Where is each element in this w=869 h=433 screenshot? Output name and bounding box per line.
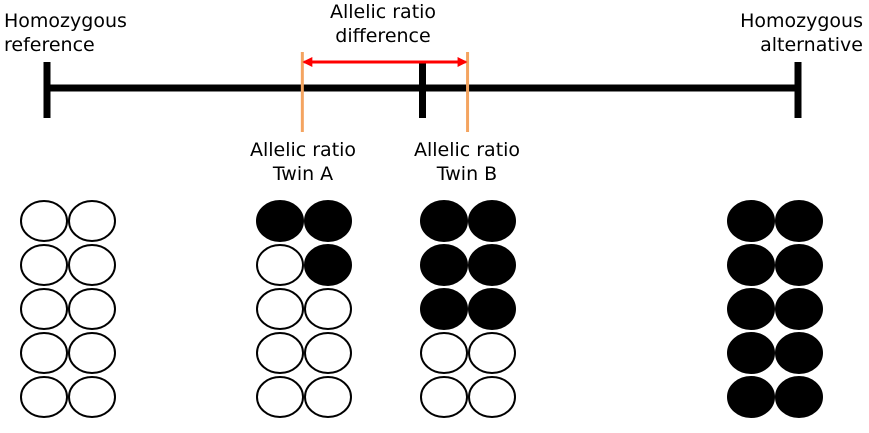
allele-alt-circle xyxy=(420,244,468,286)
label-allelic-ratio-twin-b: Allelic ratio Twin B xyxy=(413,139,521,185)
allele-alt-circle xyxy=(775,288,823,330)
allele-alt-circle xyxy=(775,200,823,242)
allele-ref-circle xyxy=(468,332,516,374)
allele-ref-circle xyxy=(68,332,116,374)
allele-alt-circle xyxy=(727,376,775,418)
allele-alt-circle xyxy=(727,200,775,242)
allele-alt-circle xyxy=(727,244,775,286)
allele-alt-circle xyxy=(420,200,468,242)
allele-ref-circle xyxy=(256,288,304,330)
allele-grid-homozygous-alternative xyxy=(727,200,823,418)
allele-ref-circle xyxy=(68,244,116,286)
label-homozygous-reference: Homozygous reference xyxy=(4,10,127,56)
ratio-scale xyxy=(43,52,802,132)
label-allelic-ratio-twin-a: Allelic ratio Twin A xyxy=(249,139,357,185)
allele-ref-circle xyxy=(256,332,304,374)
allele-alt-circle xyxy=(727,332,775,374)
allele-grid-twin-b xyxy=(420,200,516,418)
allele-alt-circle xyxy=(256,200,304,242)
allele-alt-circle xyxy=(727,288,775,330)
allele-ref-circle xyxy=(304,376,352,418)
label-homozygous-alternative: Homozygous alternative xyxy=(740,10,863,56)
allele-alt-circle xyxy=(468,288,516,330)
allele-ref-circle xyxy=(304,332,352,374)
allele-ref-circle xyxy=(68,376,116,418)
allele-alt-circle xyxy=(775,244,823,286)
allele-ref-circle xyxy=(68,200,116,242)
allele-alt-circle xyxy=(468,200,516,242)
allele-alt-circle xyxy=(468,244,516,286)
allele-alt-circle xyxy=(775,376,823,418)
allele-ref-circle xyxy=(256,376,304,418)
allele-ref-circle xyxy=(20,200,68,242)
label-allelic-ratio-difference: Allelic ratio difference xyxy=(329,1,437,47)
allele-ref-circle xyxy=(468,376,516,418)
allele-alt-circle xyxy=(304,200,352,242)
allele-ref-circle xyxy=(68,288,116,330)
allele-ref-circle xyxy=(420,332,468,374)
allele-ref-circle xyxy=(20,244,68,286)
allele-ref-circle xyxy=(20,288,68,330)
allele-ref-circle xyxy=(256,244,304,286)
allele-alt-circle xyxy=(420,288,468,330)
allele-grids xyxy=(20,200,823,418)
allele-ref-circle xyxy=(420,376,468,418)
allele-alt-circle xyxy=(775,332,823,374)
allele-ref-circle xyxy=(20,376,68,418)
allele-grid-twin-a xyxy=(256,200,352,418)
allele-alt-circle xyxy=(304,244,352,286)
allele-ref-circle xyxy=(304,288,352,330)
allele-ref-circle xyxy=(20,332,68,374)
allele-grid-homozygous-reference xyxy=(20,200,116,418)
